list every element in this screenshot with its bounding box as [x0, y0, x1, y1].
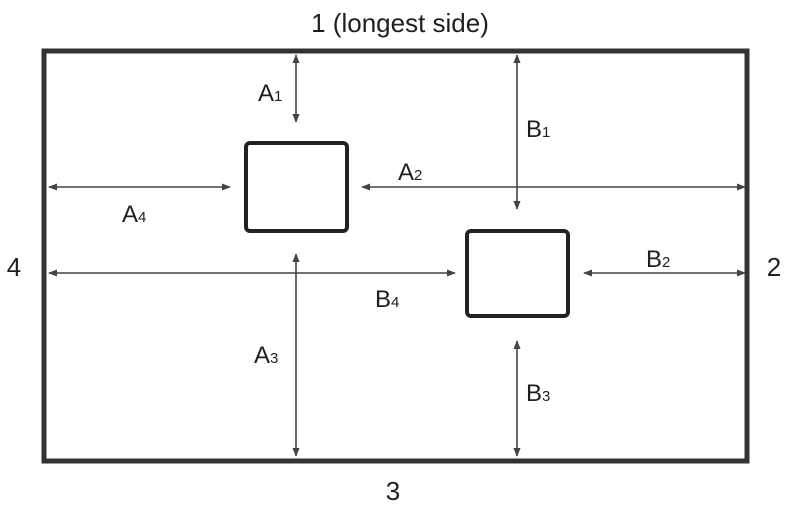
label-b3: B3 [526, 380, 550, 407]
label-b2: B2 [646, 246, 670, 273]
side-label-left: 4 [7, 252, 21, 282]
board-outline [41, 48, 750, 464]
component-a [244, 141, 349, 233]
side-label-top: 1 (longest side) [311, 8, 489, 38]
side-label-right: 2 [767, 252, 781, 282]
label-a1: A1 [258, 80, 282, 107]
component-b [465, 229, 570, 318]
label-b1: B1 [526, 116, 550, 143]
label-b4: B4 [375, 286, 399, 313]
label-a2: A2 [398, 159, 422, 186]
label-a4: A4 [122, 201, 146, 228]
label-a3: A3 [254, 342, 278, 369]
side-label-bottom: 3 [386, 476, 400, 506]
